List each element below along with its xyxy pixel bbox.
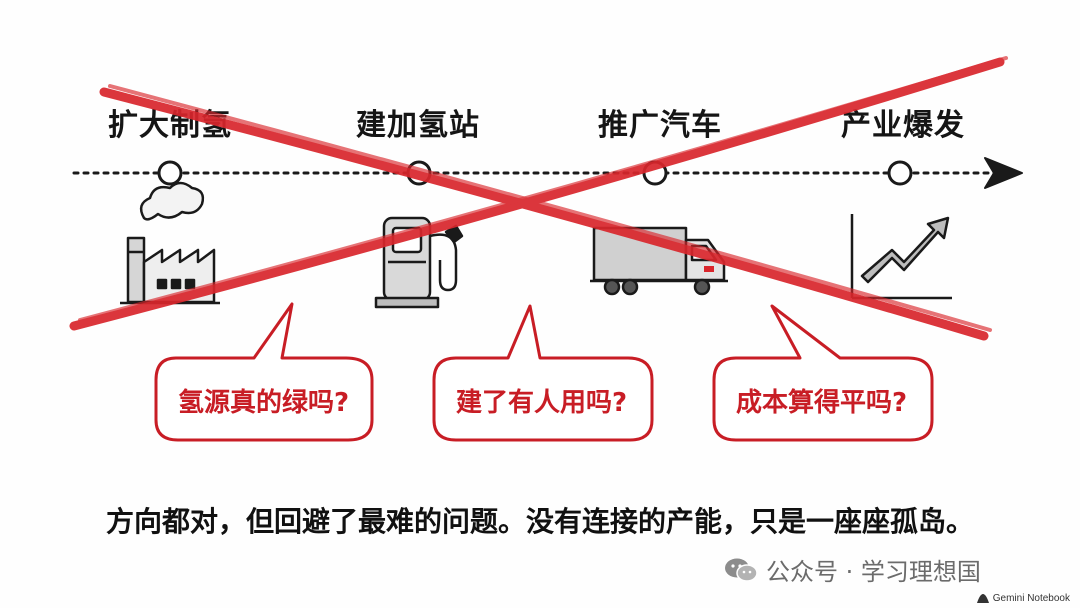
question-bubble-3 bbox=[712, 304, 934, 442]
caption-text: 方向都对，但回避了最难的问题。没有连接的产能，只是一座座孤岛。 bbox=[105, 505, 974, 538]
brand-badge: Gemini Notebook bbox=[976, 593, 1070, 604]
stage-label-2: 建加氢站 bbox=[356, 108, 480, 143]
timeline-arrow-icon bbox=[984, 157, 1023, 189]
milestone-dot-1 bbox=[157, 160, 183, 186]
milestone-dot-4 bbox=[887, 160, 913, 186]
watermark: 公众号 · 学习理想国 bbox=[724, 552, 981, 587]
wechat-icon bbox=[725, 558, 758, 582]
question-bubble-1 bbox=[154, 302, 374, 442]
watermark-text: 公众号 · 学习理想国 bbox=[766, 558, 981, 586]
gemini-icon bbox=[976, 594, 989, 603]
question-text-2: 建了有人用吗? bbox=[456, 388, 628, 418]
question-bubble-2 bbox=[432, 304, 654, 442]
brand-text: Gemini Notebook bbox=[992, 593, 1070, 604]
stage-label-3: 推广汽车 bbox=[598, 108, 722, 143]
stage-label-4: 产业爆发 bbox=[841, 108, 965, 143]
cross-stroke-1 bbox=[99, 87, 989, 341]
cross-stroke-2 bbox=[69, 57, 1005, 331]
question-text-3: 成本算得平吗? bbox=[736, 388, 908, 418]
question-text-1: 氢源真的绿吗? bbox=[178, 388, 350, 418]
